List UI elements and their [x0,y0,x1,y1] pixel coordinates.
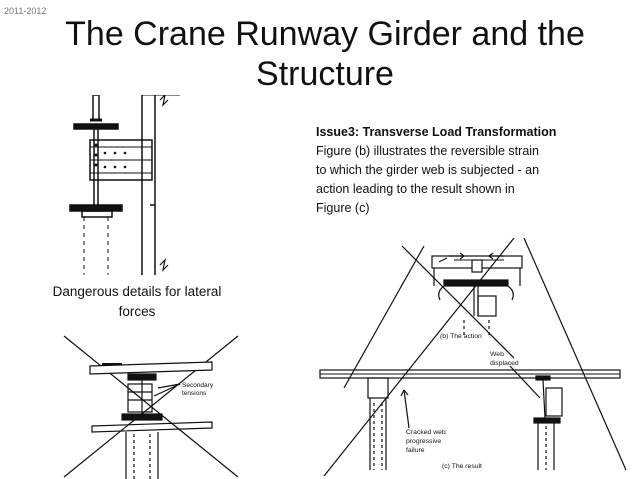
action-result-figure: (b) The action Web displaced Cracked web… [319,238,627,476]
label-web: Web [490,351,504,358]
label-result: (c) The result [442,463,482,470]
title-line-2: Structure [256,55,394,93]
year-range: 2011-2012 [4,6,47,16]
left-caption-line-1: Dangerous details for lateral [52,284,222,299]
slide-title: The Crane Runway Girder and the Structur… [30,14,620,94]
secondary-tensions-figure: Secondary tensions [63,335,239,479]
label-action: (b) The action [440,333,482,340]
girder-column-figure [69,95,180,275]
issue-body-line-1: Figure (b) illustrates the reversible st… [316,144,539,158]
left-caption-line-2: forces [118,304,156,319]
issue-text-block: Issue3: Transverse Load Transformation F… [316,123,606,218]
issue-body-line-3: action leading to the result shown in [316,182,515,196]
label-cracked-web: Cracked web: [406,429,448,436]
left-figure-caption: Dangerous details for lateral forces [42,282,232,322]
label-tensions: tensions [182,390,207,397]
label-secondary: Secondary [182,382,214,389]
label-displaced: displaced [490,360,519,367]
label-failure: failure [406,447,425,454]
issue-body-line-2: to which the girder web is subjected - a… [316,163,540,177]
label-progressive: progressive [406,438,441,445]
title-line-1: The Crane Runway Girder and the [65,15,585,53]
issue-body-line-4: Figure (c) [316,201,370,215]
issue-heading: Issue3: Transverse Load Transformation [316,125,557,139]
